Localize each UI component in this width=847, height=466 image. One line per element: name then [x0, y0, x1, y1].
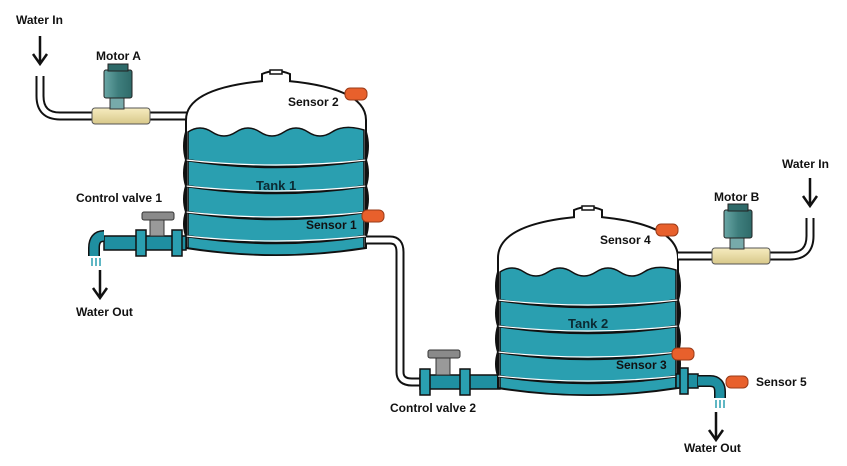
motor-b	[711, 203, 771, 265]
tank-1-label: Tank 1	[256, 178, 296, 193]
water-in-b-label: Water In	[782, 157, 829, 171]
sensor-4-icon	[655, 223, 679, 237]
sensor-5-label: Sensor 5	[756, 375, 807, 389]
water-out-1-label: Water Out	[76, 305, 133, 319]
motor-a	[91, 63, 151, 125]
control-valve-2-label: Control valve 2	[390, 401, 476, 415]
water-in-b-arrow-icon	[801, 178, 819, 209]
water-out-2-label: Water Out	[684, 441, 741, 455]
control-valve-2	[419, 349, 501, 396]
water-out-2-arrow-icon	[707, 412, 725, 443]
tank-2-label: Tank 2	[568, 316, 608, 331]
control-valve-1-label: Control valve 1	[76, 191, 162, 205]
water-out-1-arrow-icon	[91, 270, 109, 301]
sensor-1-label: Sensor 1	[306, 218, 357, 232]
sensor-3-label: Sensor 3	[616, 358, 667, 372]
sensor-4-label: Sensor 4	[600, 233, 651, 247]
tank-2	[495, 205, 681, 396]
water-in-a-label: Water In	[16, 13, 63, 27]
water-in-a-arrow-icon	[31, 36, 49, 67]
tank-1	[183, 69, 369, 256]
motor-a-label: Motor A	[96, 49, 141, 63]
sensor-2-icon	[344, 87, 368, 101]
control-valve-1	[88, 211, 187, 266]
inlet-pipe-b	[678, 218, 815, 261]
outlet-tank-2	[675, 367, 726, 408]
connecting-pipe	[366, 235, 420, 387]
motor-b-label: Motor B	[714, 190, 760, 204]
sensor-1-icon	[361, 209, 385, 223]
sensor-2-label: Sensor 2	[288, 95, 339, 109]
sensor-3-icon	[671, 347, 695, 361]
sensor-5-icon	[725, 375, 749, 389]
